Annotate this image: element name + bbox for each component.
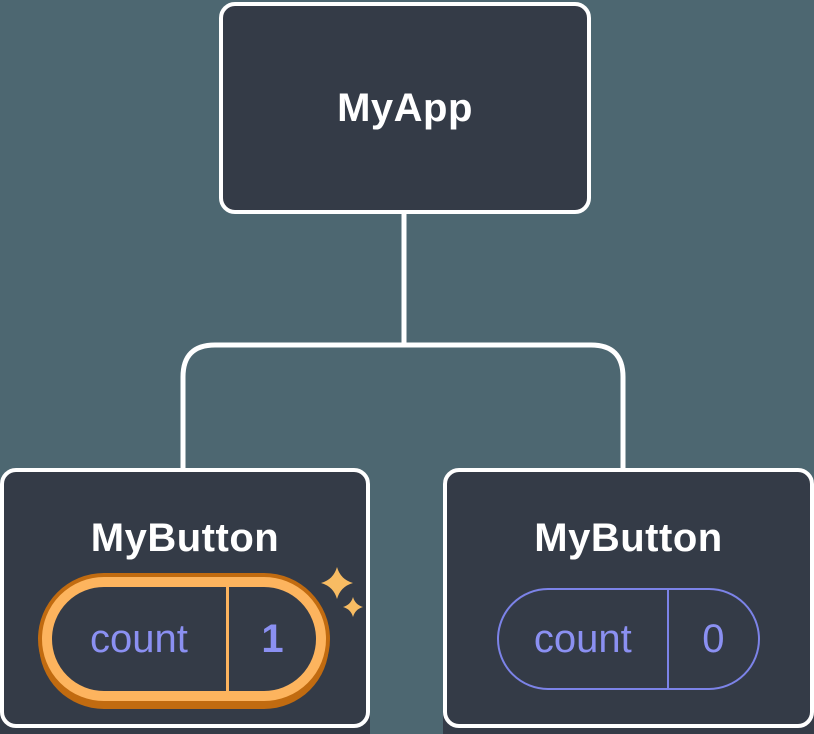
root-node: MyApp bbox=[219, 2, 591, 214]
child-node-right-border bbox=[443, 468, 814, 728]
child-node-right-label: MyButton bbox=[534, 516, 723, 560]
child-node-left-label: MyButton bbox=[90, 516, 280, 560]
sparkles-icon bbox=[321, 567, 363, 617]
state-key-label: count bbox=[52, 587, 229, 691]
state-pill-plain: count 0 bbox=[497, 588, 760, 690]
state-value: 1 bbox=[261, 617, 284, 661]
child-node-left-border bbox=[0, 468, 370, 728]
branch-line bbox=[180, 342, 626, 470]
root-node-label: MyApp bbox=[337, 86, 473, 130]
state-key-label: count bbox=[499, 590, 669, 688]
child-node-left: MyButton count 1 bbox=[0, 468, 370, 734]
state-pill-highlighted: count 1 bbox=[42, 577, 326, 701]
state-value: 0 bbox=[702, 617, 725, 661]
child-node-right: MyButton count 0 bbox=[443, 468, 814, 734]
